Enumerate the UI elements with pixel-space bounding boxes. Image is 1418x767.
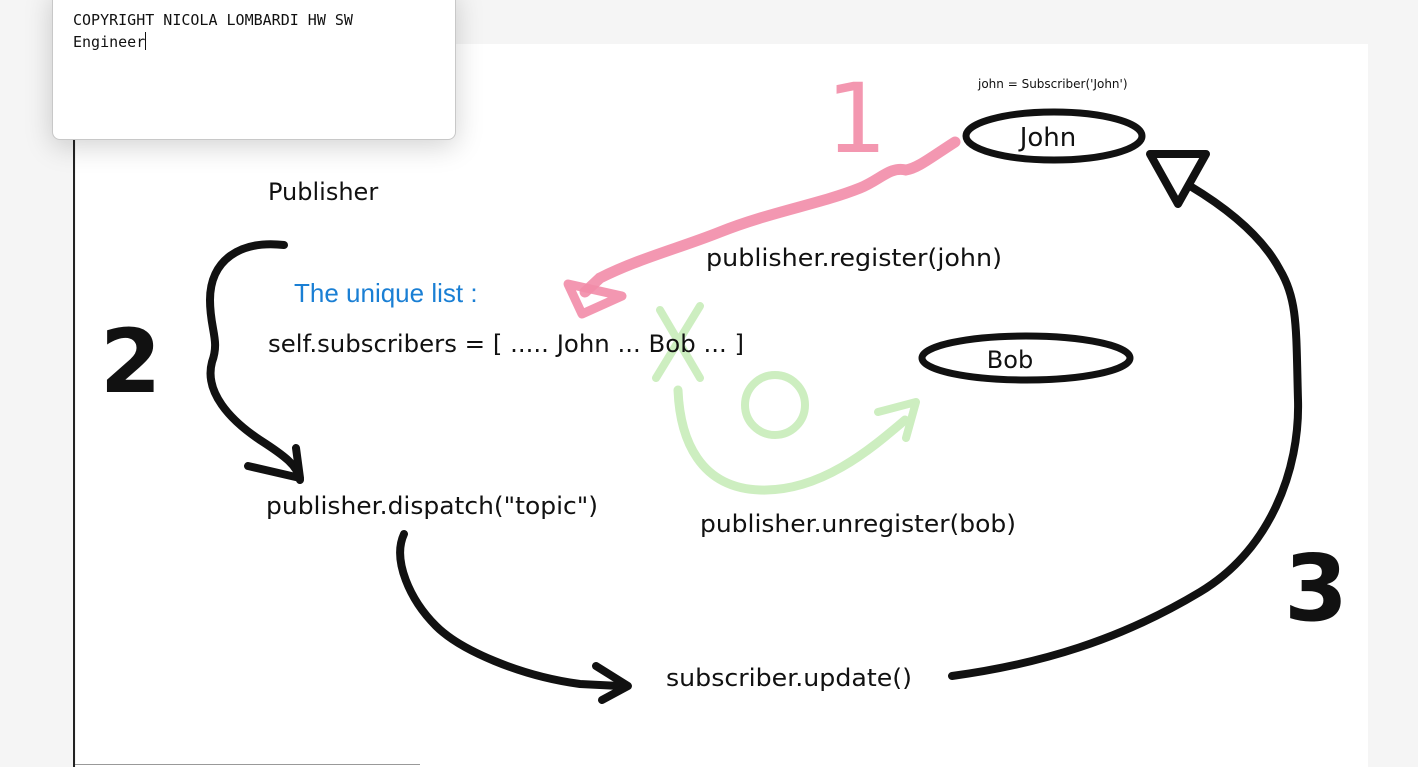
unregister-arrowhead xyxy=(874,398,920,442)
step3-arrow xyxy=(948,182,1303,680)
caption-small: john = Subscriber('John') xyxy=(977,77,1128,91)
unique-list-title: The unique list : xyxy=(294,278,478,308)
unregister-cross xyxy=(652,302,704,382)
step1-number: 1 xyxy=(826,63,887,175)
update-label: subscriber.update() xyxy=(666,664,912,692)
subscribers-list: self.subscribers = [ ..... John ... Bob … xyxy=(268,330,744,358)
step2-arrow xyxy=(205,240,304,484)
note-line-2: Engineer xyxy=(73,33,146,51)
canvas-left-border xyxy=(73,130,75,767)
sticky-note-text[interactable]: COPYRIGHT NICOLA LOMBARDI HW SW Engineer xyxy=(73,9,443,53)
step3-number: 3 xyxy=(1284,535,1348,642)
step3-arrowhead xyxy=(1146,150,1210,208)
step2-number: 2 xyxy=(100,310,161,413)
dispatch-arrow xyxy=(396,530,624,690)
note-line-1: COPYRIGHT NICOLA LOMBARDI HW SW xyxy=(73,11,353,29)
register-arrow xyxy=(579,136,961,298)
john-label: John xyxy=(1018,123,1077,153)
unregister-arrow xyxy=(673,385,910,495)
publisher-label: Publisher xyxy=(268,178,378,206)
dispatch-arrowhead xyxy=(592,662,632,704)
unregister-label: publisher.unregister(bob) xyxy=(700,510,1016,538)
register-arrowhead xyxy=(563,279,627,319)
dispatch-label: publisher.dispatch("topic") xyxy=(266,492,598,520)
bob-label: Bob xyxy=(987,346,1033,374)
canvas-bottom-border xyxy=(75,764,420,765)
unregister-circle xyxy=(741,371,809,439)
sticky-note[interactable]: COPYRIGHT NICOLA LOMBARDI HW SW Engineer xyxy=(52,0,456,140)
bob-node xyxy=(918,332,1134,384)
text-cursor xyxy=(145,32,147,50)
register-label: publisher.register(john) xyxy=(706,244,1002,272)
step2-arrowhead xyxy=(244,444,304,482)
john-node xyxy=(962,108,1146,164)
